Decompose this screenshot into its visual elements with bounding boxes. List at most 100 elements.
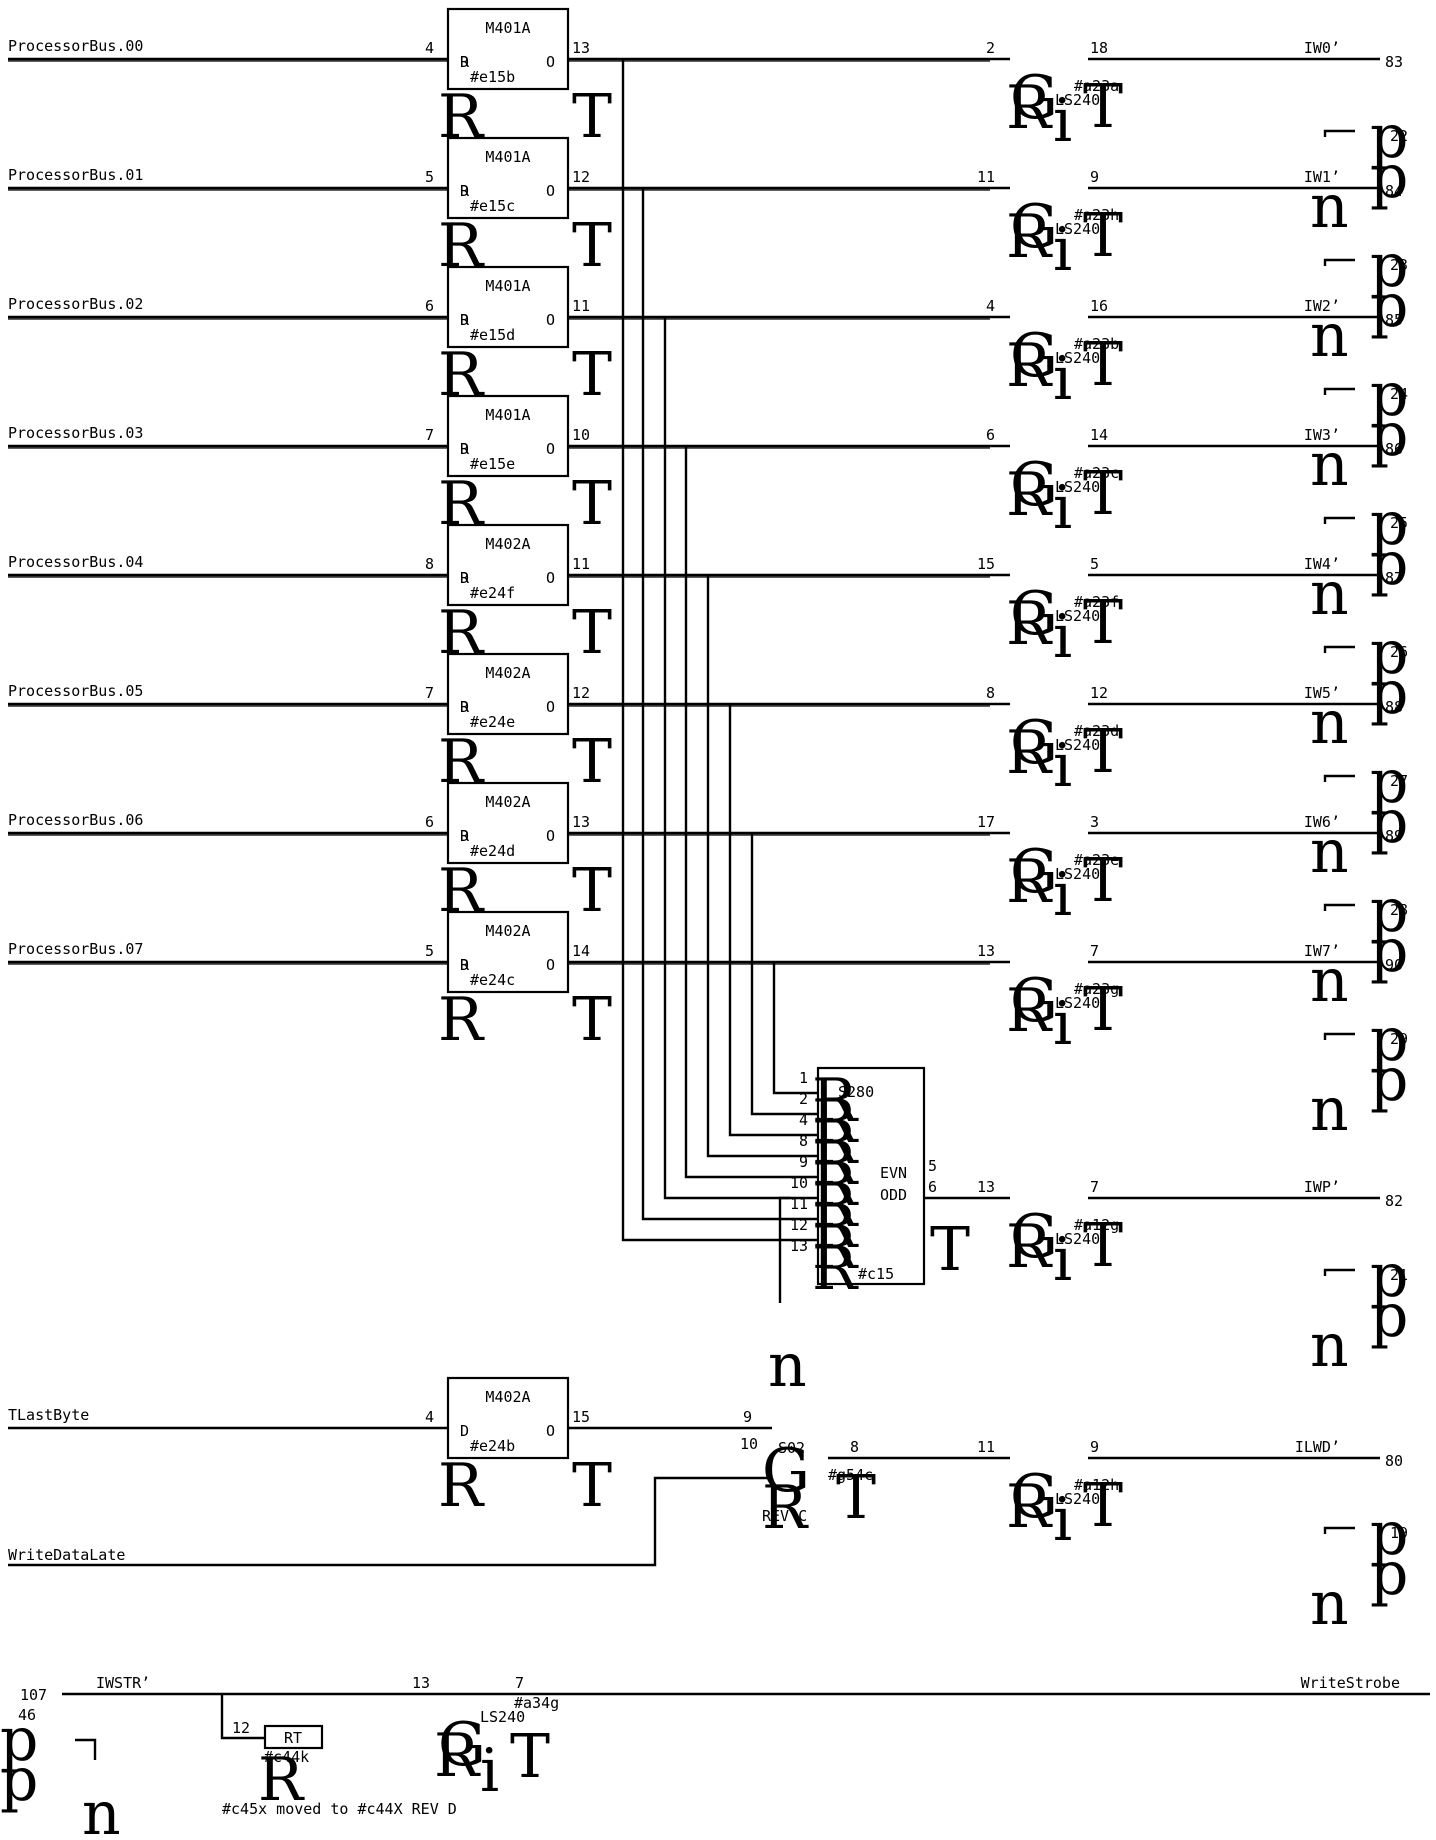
buffer-glyph-g: G [1010, 1202, 1058, 1272]
strobe-buffer-input-pin: 13 [412, 1674, 430, 1692]
parity-glyph-r: R [812, 1150, 859, 1220]
parity-even-pin: 5 [928, 1157, 937, 1175]
flipflop-o-text: O [546, 956, 555, 974]
flipflop-d-text: D [460, 956, 469, 974]
flipflop-type: M402A [485, 664, 530, 682]
flipflop-box [446, 781, 570, 865]
ff-output-pin: 11 [572, 297, 590, 315]
connector-glyph-p-lower: p [1370, 1539, 1408, 1609]
flipflop-d-label: R [460, 569, 470, 587]
parity-buffer-output-pin: 7 [1090, 1178, 1099, 1196]
buffer-type-label: LS240 [1055, 1490, 1100, 1508]
connector-bracket [1323, 774, 1355, 782]
connector-bracket [1323, 258, 1355, 266]
parity-bus-line [706, 575, 818, 1158]
parity-chip-ref: #c15 [858, 1265, 894, 1283]
buffer-type-label: LS240 [1055, 607, 1100, 625]
input-signal-label: ProcessorBus.04 [8, 553, 143, 571]
buffer-glyph-r: R [1006, 1212, 1053, 1282]
parity-glyph-n: n [768, 1331, 807, 1401]
ff-input-pin: 5 [425, 168, 434, 186]
buffer-glyph-t: T [1083, 201, 1123, 271]
flipflop-glyph-t: T [572, 727, 612, 797]
strobe-buffer-label: LS240 [480, 1708, 525, 1726]
strobe-connector-pin-b: 46 [18, 1706, 36, 1724]
connector-glyph-p-upper: p [1370, 489, 1408, 559]
flipflop-glyph-t: T [572, 856, 612, 926]
flipflop-d-text: D [460, 440, 469, 458]
parity-bus-line [684, 446, 818, 1179]
connector-pin: 85 [1385, 311, 1403, 329]
connector-glyph-p-upper: p [1370, 1499, 1408, 1569]
connector-glyph-p-upper: p [1370, 1241, 1408, 1311]
parity-input-pin: 10 [790, 1174, 808, 1192]
input-signal-label: ProcessorBus.03 [8, 424, 143, 442]
connector-pin: 84 [1385, 182, 1403, 200]
flipflop-d-text: D [460, 698, 469, 716]
connector-bracket [1323, 387, 1355, 395]
buffer-glyph-t: T [1083, 1471, 1123, 1541]
strobe-connector-n: n [82, 1779, 121, 1840]
parity-bus-line [728, 704, 818, 1137]
gate-rev: REV C [762, 1507, 807, 1525]
rt-ref: #c44k [264, 1748, 309, 1766]
buffer-glyph-g: G [1010, 321, 1058, 391]
buffer-ref: #a23g [1074, 980, 1119, 998]
flipflop-o-text: O [546, 827, 555, 845]
write-data-late-wire [8, 1476, 772, 1567]
input-signal-label: ProcessorBus.06 [8, 811, 143, 829]
buffer-glyph-t: T [1083, 846, 1123, 916]
buffer-ref: #a23b [1074, 335, 1119, 353]
flipflop-type: M402A [485, 793, 530, 811]
connector-glyph-p-lower: p [1370, 400, 1408, 470]
connector-pin-b: 22 [1390, 127, 1408, 145]
parity-bus-line [772, 962, 818, 1095]
flipflop-type: M401A [485, 406, 530, 424]
tlast-pin-in: 4 [425, 1408, 434, 1426]
parity-chip-label: S280 [838, 1083, 874, 1101]
buffer-type-label: LS240 [1055, 994, 1100, 1012]
connector-glyph-p-lower: p [1370, 658, 1408, 728]
buffer-ref: #a23e [1074, 851, 1119, 869]
strobe-glyph-g: G [438, 1710, 486, 1780]
buffer-type-label: LS240 [1055, 220, 1100, 238]
buffer-glyph-t: T [1083, 588, 1123, 658]
connector-glyph-n: n [1310, 946, 1349, 1016]
tlast-connector-pin: 80 [1385, 1452, 1403, 1470]
buffer-input-pin: 15 [977, 555, 995, 573]
flipflop-o-text: O [546, 569, 555, 587]
parity-bus-line [621, 59, 818, 1242]
parity-generator-box [816, 1066, 926, 1286]
buffer-ref: #a12g [1074, 1216, 1119, 1234]
buffer-type-label: LS240 [1055, 736, 1100, 754]
connector-pin: 88 [1385, 698, 1403, 716]
buffer-glyph-i: i [1053, 473, 1072, 543]
input-signal-label: ProcessorBus.05 [8, 682, 143, 700]
output-signal-label: IW3’ [1304, 426, 1340, 444]
connector-glyph-n: n [1310, 172, 1349, 242]
connector-glyph-p-lower: p [1370, 271, 1408, 341]
buffer-type-label: LS240 [1055, 1230, 1100, 1248]
flipflop-d-label: R [460, 182, 470, 200]
buffer-glyph-i: i [1053, 860, 1072, 930]
buffer-input-pin: 17 [977, 813, 995, 831]
tlast-flipflop-type: M402A [485, 1388, 530, 1406]
connector-glyph-p-upper: p [1370, 618, 1408, 688]
connector-glyph-n: n [1310, 559, 1349, 629]
strobe-buffer-output-pin: 7 [515, 1674, 524, 1692]
output-signal-label: IW2’ [1304, 297, 1340, 315]
flipflop-glyph-t: T [572, 82, 612, 152]
parity-glyph-r: R [812, 1213, 859, 1283]
buffer-glyph-r: R [1006, 976, 1053, 1046]
flipflop-d-text: D [460, 53, 469, 71]
flipflop-ref: #e15c [470, 197, 515, 215]
buffer-glyph-g: G [1010, 579, 1058, 649]
parity-input-pin: 12 [790, 1216, 808, 1234]
connector-bracket [1323, 1526, 1355, 1534]
buffer-output-pin: 7 [1090, 942, 1099, 960]
revision-note: #c45x moved to #c44X REV D [222, 1800, 457, 1818]
buffer-glyph-i: i [1053, 344, 1072, 414]
ff-output-pin: 12 [572, 168, 590, 186]
output-signal-label: IW0’ [1304, 39, 1340, 57]
parity-glyph-r: R [812, 1129, 859, 1199]
